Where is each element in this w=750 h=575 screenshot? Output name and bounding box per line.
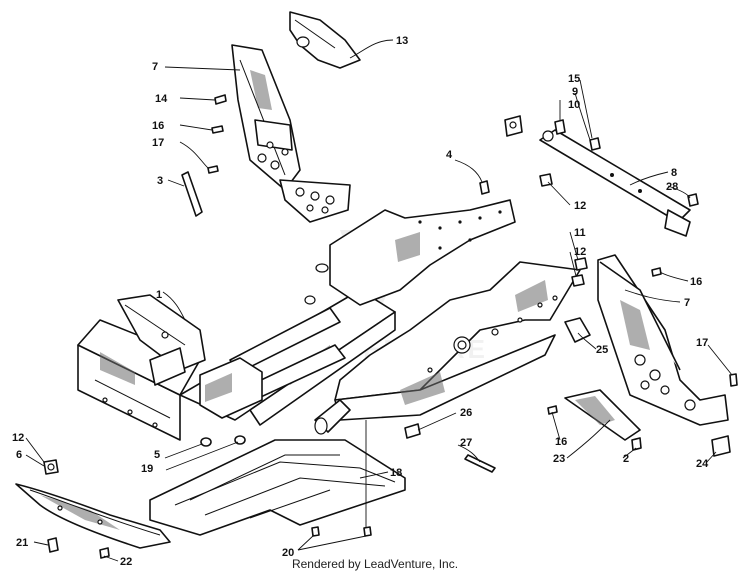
callout-5: 5 bbox=[154, 449, 160, 461]
callout-7-upper: 7 bbox=[152, 61, 158, 73]
callout-28: 28 bbox=[666, 181, 678, 193]
callout-13: 13 bbox=[396, 35, 408, 47]
callout-4: 4 bbox=[446, 149, 453, 161]
belly-pan bbox=[149, 439, 406, 536]
callout-26: 26 bbox=[460, 407, 472, 419]
plate-part-23 bbox=[564, 389, 641, 441]
callout-16-upper: 16 bbox=[152, 120, 164, 132]
callout-12-upper: 12 bbox=[574, 200, 586, 212]
steering-support-right bbox=[597, 254, 729, 426]
callout-17-right: 17 bbox=[696, 337, 708, 349]
callout-16-lower: 16 bbox=[555, 436, 567, 448]
callout-labels: 13 7 14 16 17 3 4 15 9 10 8 28 12 11 12 … bbox=[12, 35, 709, 568]
footrest-left bbox=[279, 179, 351, 223]
callout-24: 24 bbox=[696, 458, 709, 470]
callout-22: 22 bbox=[120, 556, 132, 568]
callout-14: 14 bbox=[155, 93, 168, 105]
callout-16-right: 16 bbox=[690, 276, 702, 288]
hardware bbox=[43, 94, 738, 559]
nose-cowl bbox=[289, 11, 361, 69]
steering-shaft bbox=[539, 129, 691, 237]
front-skid-plate bbox=[15, 483, 171, 549]
steering-bushing bbox=[504, 115, 523, 137]
callout-12-middle: 12 bbox=[574, 246, 586, 258]
footer-credit: Rendered by LeadVenture, Inc. bbox=[291, 557, 459, 571]
callout-10: 10 bbox=[568, 99, 580, 111]
callout-1: 1 bbox=[156, 289, 162, 301]
callout-8: 8 bbox=[671, 167, 677, 179]
bracket-part-24 bbox=[711, 435, 731, 457]
callout-11: 11 bbox=[574, 227, 586, 239]
callout-19: 19 bbox=[141, 463, 153, 475]
leader-lines bbox=[25, 39, 733, 562]
callout-20: 20 bbox=[282, 547, 294, 559]
bracket-part-25 bbox=[564, 317, 591, 343]
callout-23: 23 bbox=[553, 453, 565, 465]
callout-21: 21 bbox=[16, 537, 28, 549]
callout-2: 2 bbox=[623, 453, 629, 465]
callout-18: 18 bbox=[390, 467, 402, 479]
callout-7-lower: 7 bbox=[684, 297, 690, 309]
rod-part-3 bbox=[181, 171, 203, 217]
callout-3: 3 bbox=[157, 175, 163, 187]
callout-25: 25 bbox=[596, 344, 608, 356]
callout-15: 15 bbox=[568, 73, 580, 85]
callout-17-upper: 17 bbox=[152, 137, 164, 149]
main-frame bbox=[77, 199, 581, 441]
callout-9: 9 bbox=[572, 86, 578, 98]
callout-6: 6 bbox=[16, 449, 22, 461]
steering-support-left bbox=[231, 44, 301, 191]
callout-12-left: 12 bbox=[12, 432, 24, 444]
callout-27: 27 bbox=[460, 437, 472, 449]
